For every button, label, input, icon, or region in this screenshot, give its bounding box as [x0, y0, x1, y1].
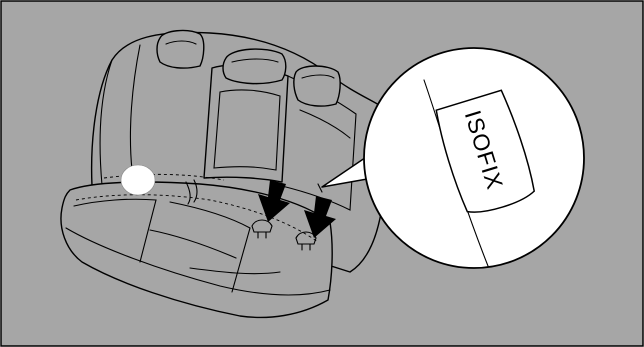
- seat-highlight: [121, 165, 155, 195]
- center-headrest: [223, 49, 286, 84]
- right-headrest: [294, 66, 340, 106]
- left-headrest: [157, 31, 204, 69]
